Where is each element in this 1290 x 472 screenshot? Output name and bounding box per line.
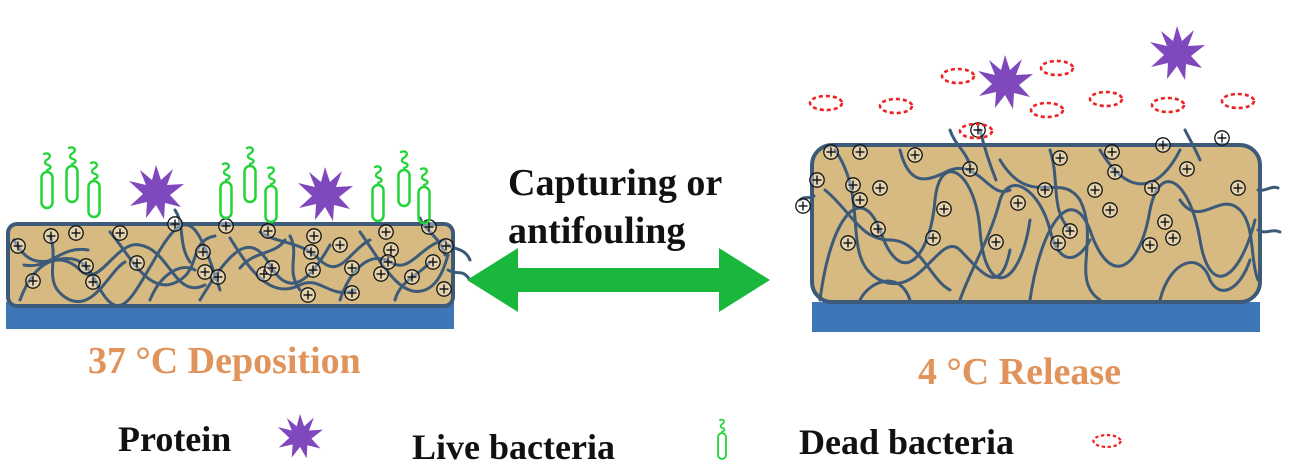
right-panel-label: 4 °C Release [918,351,1122,393]
left-panel [6,146,472,329]
left-live-bacteria [40,146,431,225]
right-panel [795,26,1282,332]
legend-live-bacteria-icon [717,418,727,460]
left-proteins [129,165,353,221]
center-label-line2: antifouling [508,210,686,252]
right-proteins [978,26,1205,109]
right-polymer-chains [798,128,1282,302]
center-label-line1: Capturing or [508,162,723,204]
legend-protein-label: Protein [118,419,232,459]
right-dead-bacteria [808,59,1256,140]
right-substrate [812,302,1260,332]
capture-release-arrow [467,248,770,312]
left-panel-label: 37 °C Deposition [88,340,361,382]
legend-live-bacteria-label: Live bacteria [412,427,615,467]
legend-dead-bacteria-label: Dead bacteria [799,422,1014,462]
legend-dead-bacteria-icon [1092,433,1122,449]
legend-protein-icon [277,414,323,459]
